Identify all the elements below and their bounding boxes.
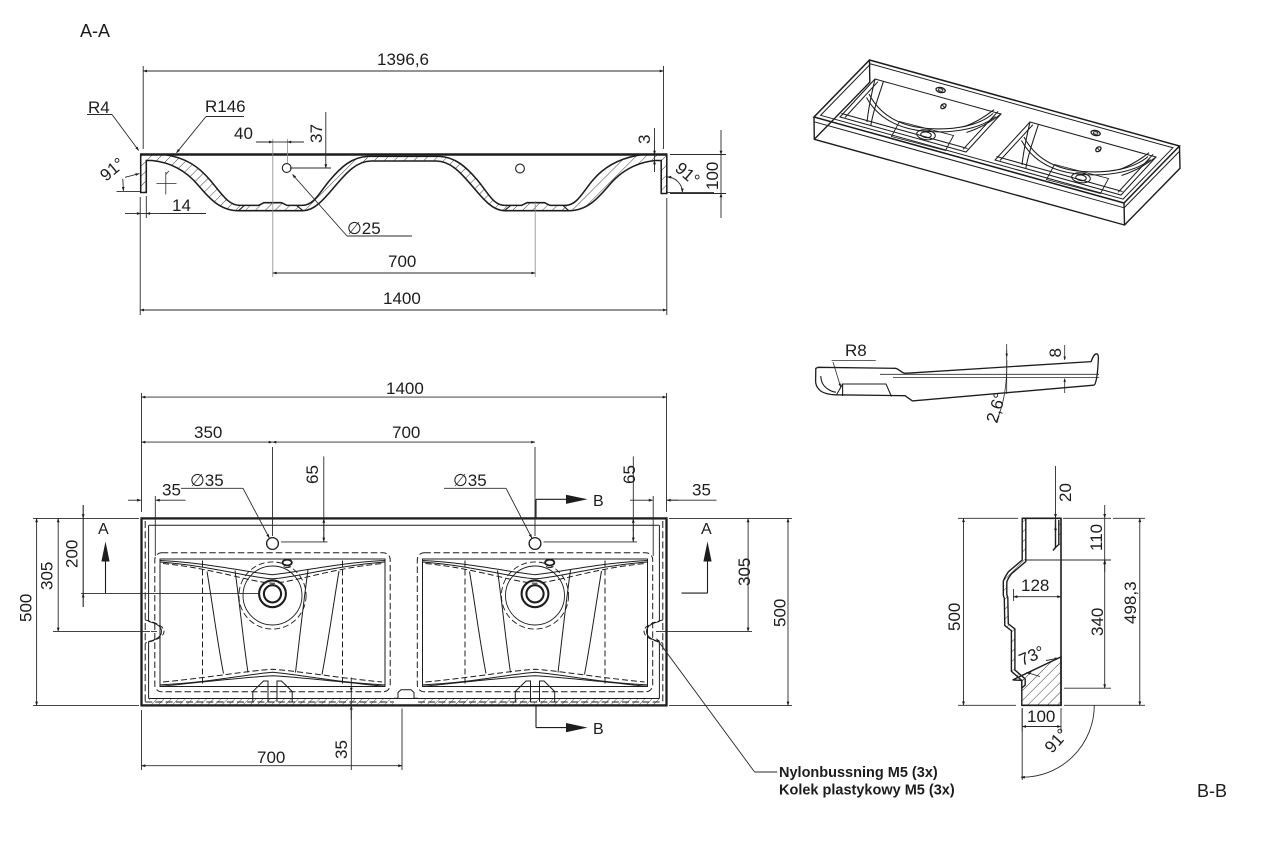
svg-text:65: 65	[620, 465, 639, 484]
svg-text:65: 65	[303, 465, 322, 484]
svg-text:128: 128	[1021, 576, 1049, 595]
svg-text:B: B	[593, 721, 604, 738]
svg-text:8: 8	[1046, 348, 1065, 357]
svg-text:110: 110	[1087, 524, 1106, 551]
svg-text:40: 40	[234, 124, 253, 143]
svg-text:500: 500	[945, 603, 964, 631]
svg-text:100: 100	[703, 162, 722, 190]
svg-text:700: 700	[388, 252, 416, 271]
svg-text:R4: R4	[88, 98, 110, 117]
svg-text:1400: 1400	[383, 289, 421, 308]
svg-text:340: 340	[1088, 608, 1107, 636]
svg-text:35: 35	[332, 740, 351, 759]
svg-text:305: 305	[38, 562, 57, 590]
svg-text:100: 100	[1027, 707, 1055, 726]
svg-text:700: 700	[392, 423, 420, 442]
svg-text:3: 3	[635, 135, 654, 144]
svg-text:14: 14	[172, 196, 191, 215]
svg-text:B: B	[593, 493, 604, 510]
svg-text:20: 20	[1056, 483, 1075, 502]
svg-text:Nylonbussning M5 (3x): Nylonbussning M5 (3x)	[779, 765, 938, 781]
svg-text:500: 500	[17, 594, 36, 622]
svg-text:700: 700	[257, 748, 285, 767]
svg-text:A-A: A-A	[80, 21, 110, 41]
svg-text:∅35: ∅35	[190, 471, 224, 490]
svg-text:37: 37	[307, 124, 326, 143]
svg-text:R8: R8	[845, 341, 867, 360]
svg-text:Kolek plastykowy M5 (3x): Kolek plastykowy M5 (3x)	[779, 783, 955, 799]
svg-text:35: 35	[162, 481, 181, 500]
svg-text:1400: 1400	[386, 379, 424, 398]
svg-text:498,3: 498,3	[1121, 581, 1140, 624]
svg-text:500: 500	[771, 599, 790, 627]
svg-text:A: A	[701, 521, 712, 538]
svg-text:305: 305	[735, 558, 754, 586]
svg-text:350: 350	[194, 423, 222, 442]
svg-text:35: 35	[692, 481, 711, 500]
svg-text:∅35: ∅35	[453, 471, 487, 490]
svg-text:A: A	[98, 521, 109, 538]
svg-text:B-B: B-B	[1197, 781, 1227, 801]
svg-text:R146: R146	[205, 97, 246, 116]
svg-text:200: 200	[63, 540, 82, 568]
svg-text:1396,6: 1396,6	[377, 50, 429, 69]
svg-text:∅25: ∅25	[347, 219, 381, 238]
